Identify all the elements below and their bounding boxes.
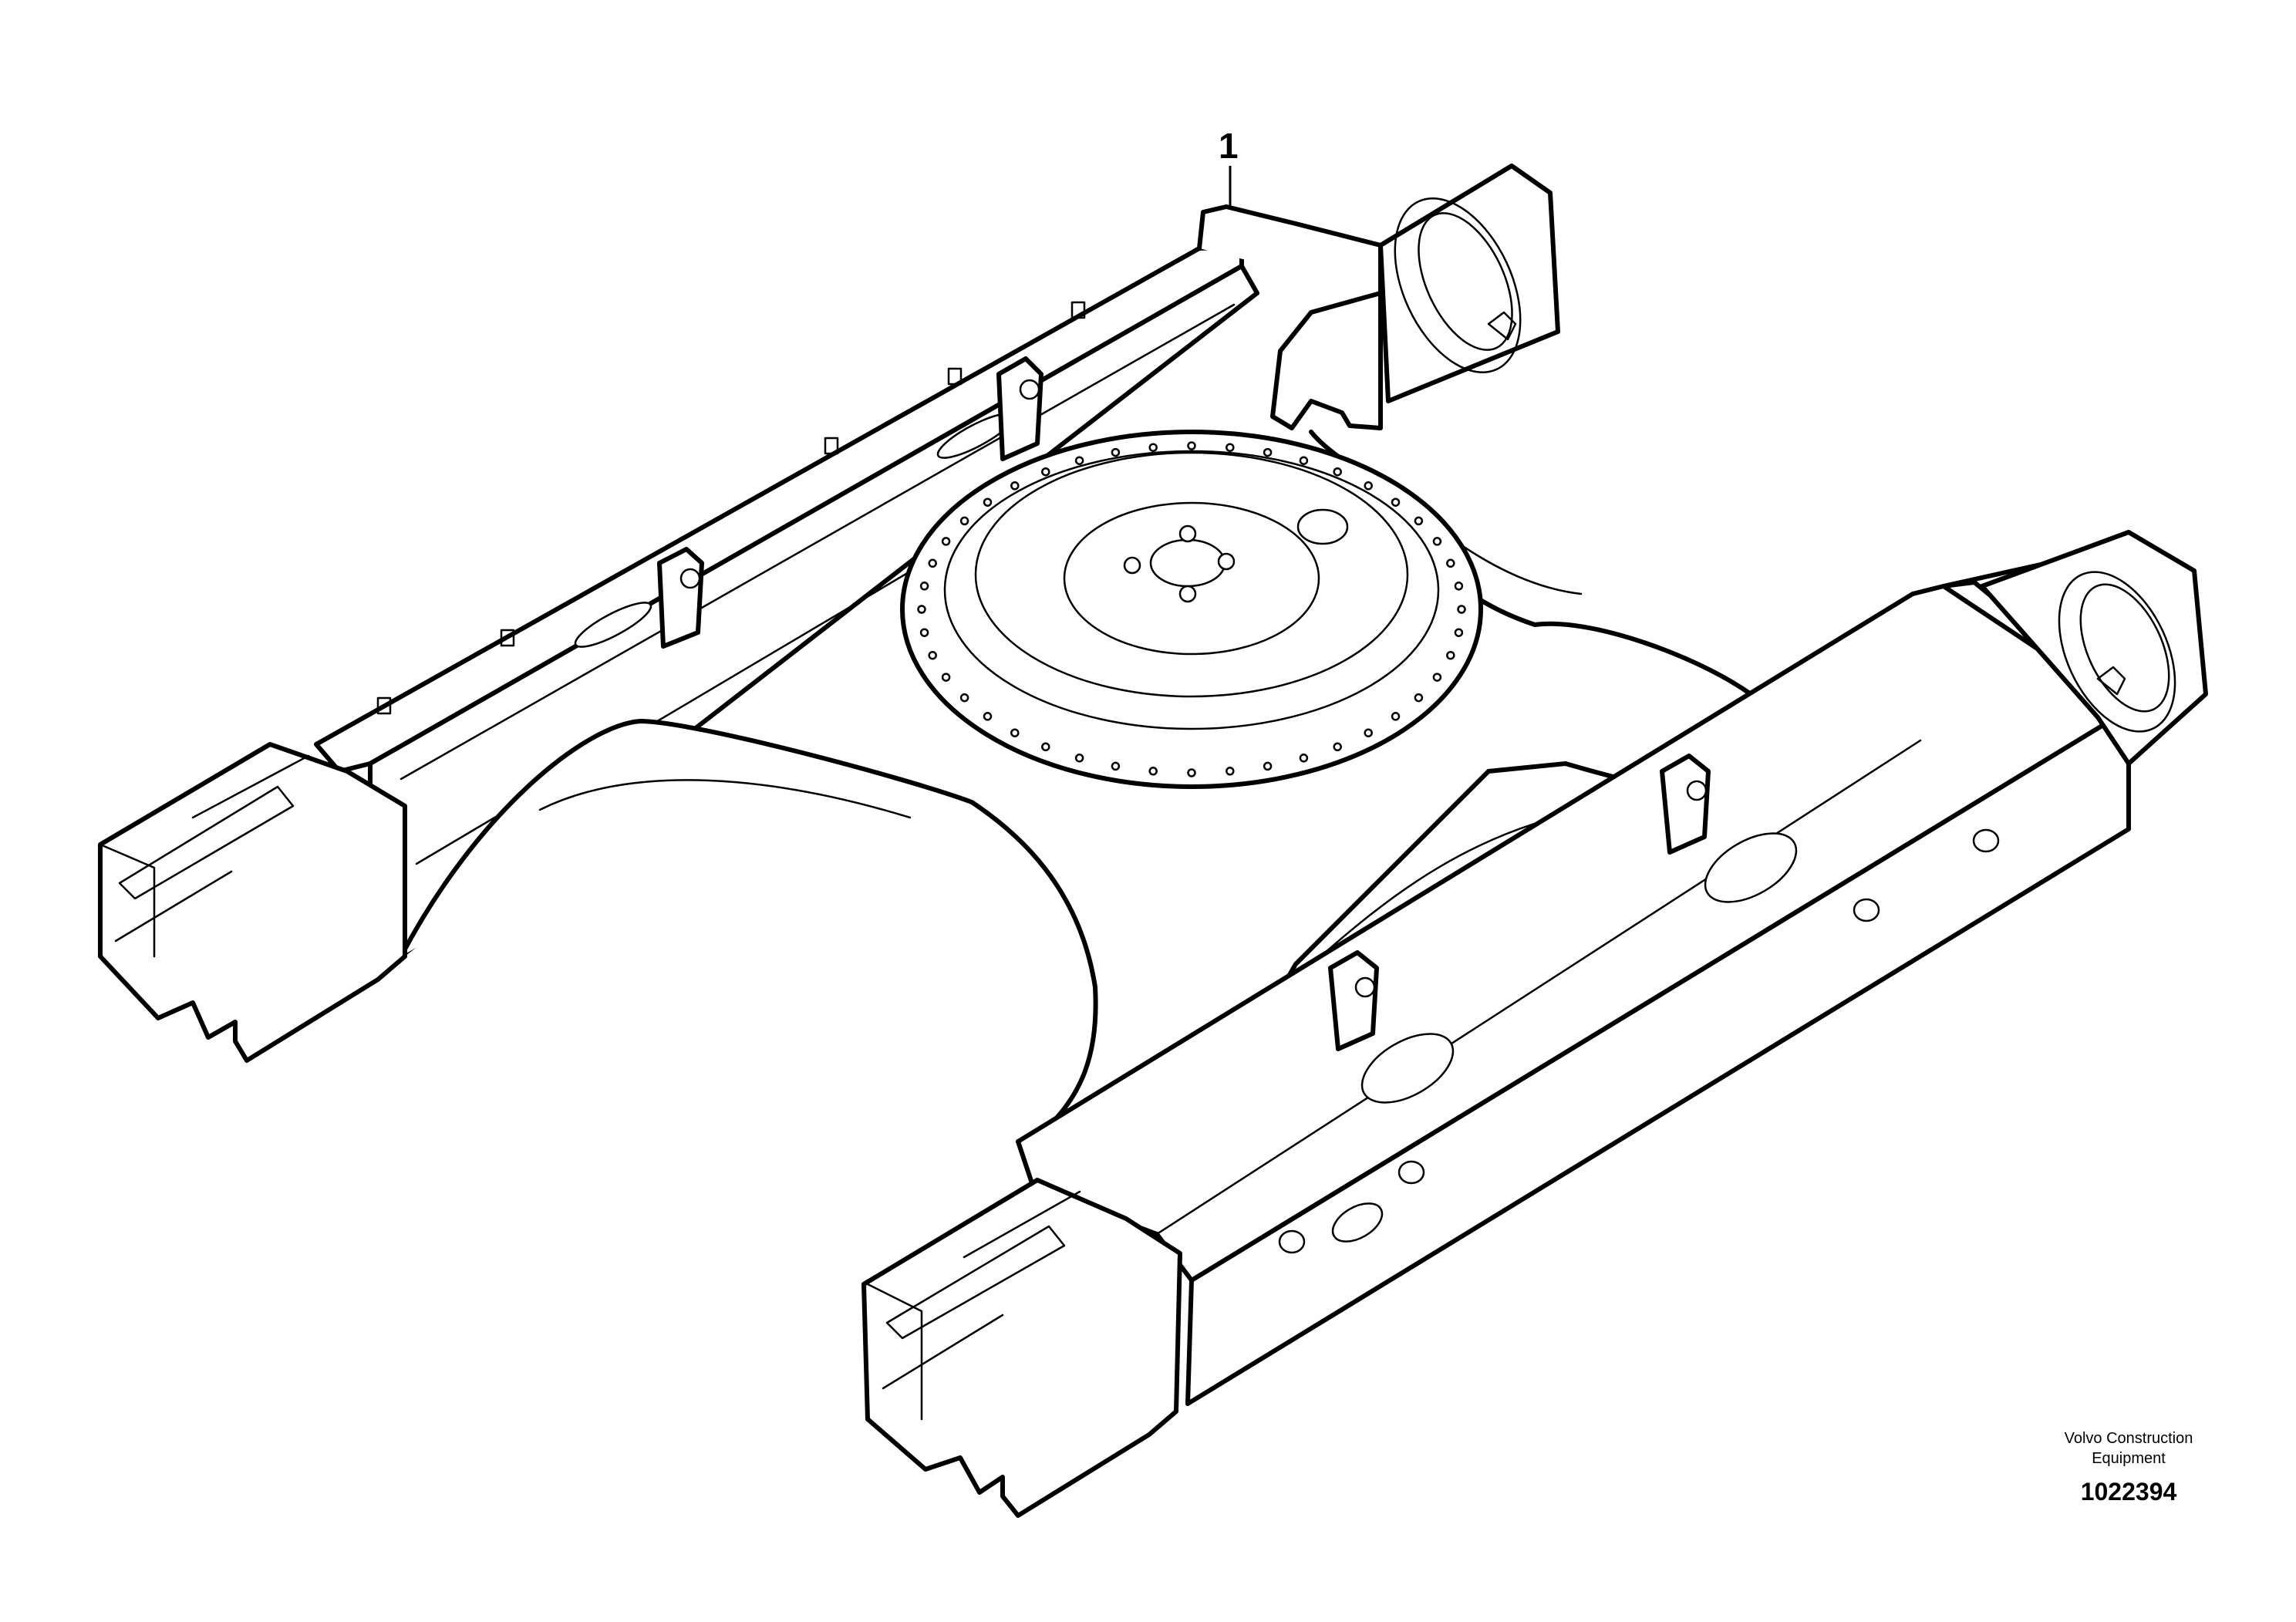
bolt-hole bbox=[1454, 628, 1464, 637]
bolt-hole bbox=[1041, 742, 1050, 752]
bolt-hole bbox=[1187, 768, 1196, 777]
bolt-hole bbox=[1148, 767, 1158, 776]
bolt-hole bbox=[983, 497, 993, 507]
bolt-hole bbox=[1074, 754, 1084, 763]
bolt-hole bbox=[1226, 767, 1235, 776]
bolt-hole bbox=[1457, 605, 1466, 614]
bolt-hole bbox=[1263, 761, 1273, 771]
bolt-hole bbox=[1454, 582, 1464, 591]
bolt-hole bbox=[1333, 742, 1342, 752]
company-name-line2: Equipment bbox=[2092, 1450, 2166, 1467]
bolt-hole bbox=[1010, 481, 1020, 491]
right-track-frame bbox=[1016, 584, 2131, 1406]
bolt-hole bbox=[1111, 761, 1121, 771]
bolt-hole bbox=[941, 673, 951, 682]
bolt-hole bbox=[1432, 673, 1442, 682]
bolt-hole bbox=[928, 558, 937, 568]
bolt-hole bbox=[919, 582, 929, 591]
bolt-hole bbox=[1391, 712, 1401, 721]
bolt-hole bbox=[1414, 693, 1424, 703]
bolt-hole bbox=[1299, 754, 1309, 763]
bolt-hole bbox=[1391, 497, 1401, 507]
bolt-hole bbox=[1187, 441, 1196, 450]
company-name-line1: Volvo Construction bbox=[2064, 1430, 2193, 1447]
bolt-hole bbox=[1432, 537, 1442, 546]
slewing-ring bbox=[900, 430, 1483, 789]
bolt-hole bbox=[1333, 467, 1342, 477]
bolt-hole bbox=[1364, 728, 1373, 737]
left-drive-housing bbox=[1197, 164, 1560, 430]
bolt-hole bbox=[1226, 443, 1235, 452]
callout-label: 1 bbox=[1219, 126, 1239, 166]
bolt-hole bbox=[928, 650, 937, 660]
brand-block: Volvo Construction Equipment 1022394 bbox=[2021, 1428, 2237, 1506]
bolt-hole bbox=[959, 516, 969, 526]
bolt-hole bbox=[1111, 447, 1121, 457]
bolt-hole bbox=[1299, 456, 1309, 465]
bolt-hole bbox=[1074, 456, 1084, 465]
bolt-hole bbox=[1010, 728, 1020, 737]
part-callout-1: 1 bbox=[1219, 126, 1239, 208]
bolt-hole bbox=[917, 605, 926, 614]
left-front-guide bbox=[98, 742, 407, 1063]
bolt-hole bbox=[1414, 516, 1424, 526]
bolt-hole bbox=[1364, 481, 1373, 491]
bolt-hole bbox=[959, 693, 969, 703]
right-drive-housing bbox=[1941, 530, 2208, 766]
bolt-hole bbox=[1148, 443, 1158, 452]
bolt-hole bbox=[1263, 447, 1273, 457]
bolt-hole bbox=[983, 712, 993, 721]
bolt-hole bbox=[1446, 558, 1455, 568]
right-front-guide bbox=[861, 1178, 1182, 1518]
bolt-hole bbox=[1041, 467, 1050, 477]
bolt-hole bbox=[1446, 650, 1455, 660]
bolt-hole bbox=[941, 537, 951, 546]
bolt-hole bbox=[919, 628, 929, 637]
drawing-number: 1022394 bbox=[2080, 1478, 2177, 1506]
